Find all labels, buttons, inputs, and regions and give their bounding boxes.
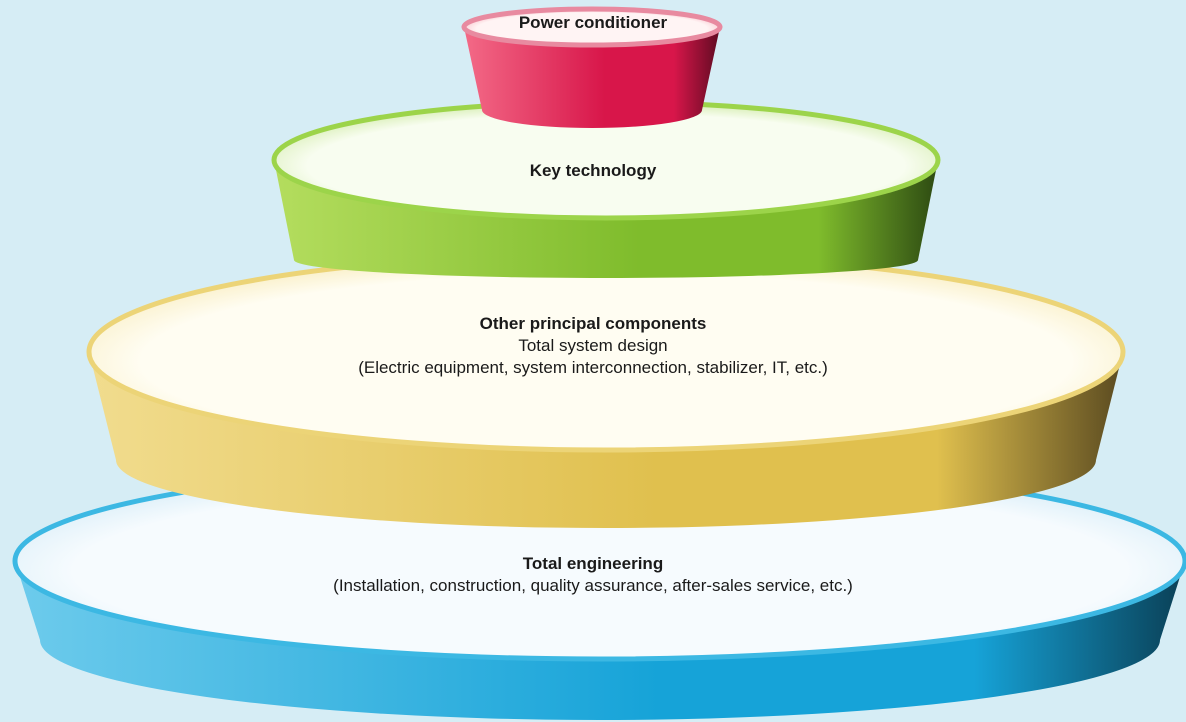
system-design-details-text: (Electric equipment, system interconnect… [358,358,828,377]
tier-label-key-technology: Key technology [0,160,1186,182]
total-engineering-title: Total engineering [522,554,664,573]
total-system-design-text: Total system design [518,336,668,355]
tier-side-total-engineering [15,561,1185,720]
tier-label-other-principal-components: Other principal components Total system … [0,313,1186,379]
tier-label-total-engineering: Total engineering (Installation, constru… [0,553,1186,597]
power-conditioner-title: Power conditioner [518,13,668,32]
tier-other-principal-components [86,251,1126,528]
tier-label-power-conditioner: Power conditioner [0,12,1186,34]
other-principal-components-title: Other principal components [479,314,707,333]
tier-power-conditioner [461,6,723,128]
tier-key-technology [271,99,941,278]
total-engineering-details-text: (Installation, construction, quality ass… [333,576,853,595]
tier-side-power-conditioner [464,27,720,128]
tier-top-power-conditioner [461,6,723,48]
tier-side-other-principal-components [89,352,1123,528]
key-technology-title: Key technology [529,161,657,180]
